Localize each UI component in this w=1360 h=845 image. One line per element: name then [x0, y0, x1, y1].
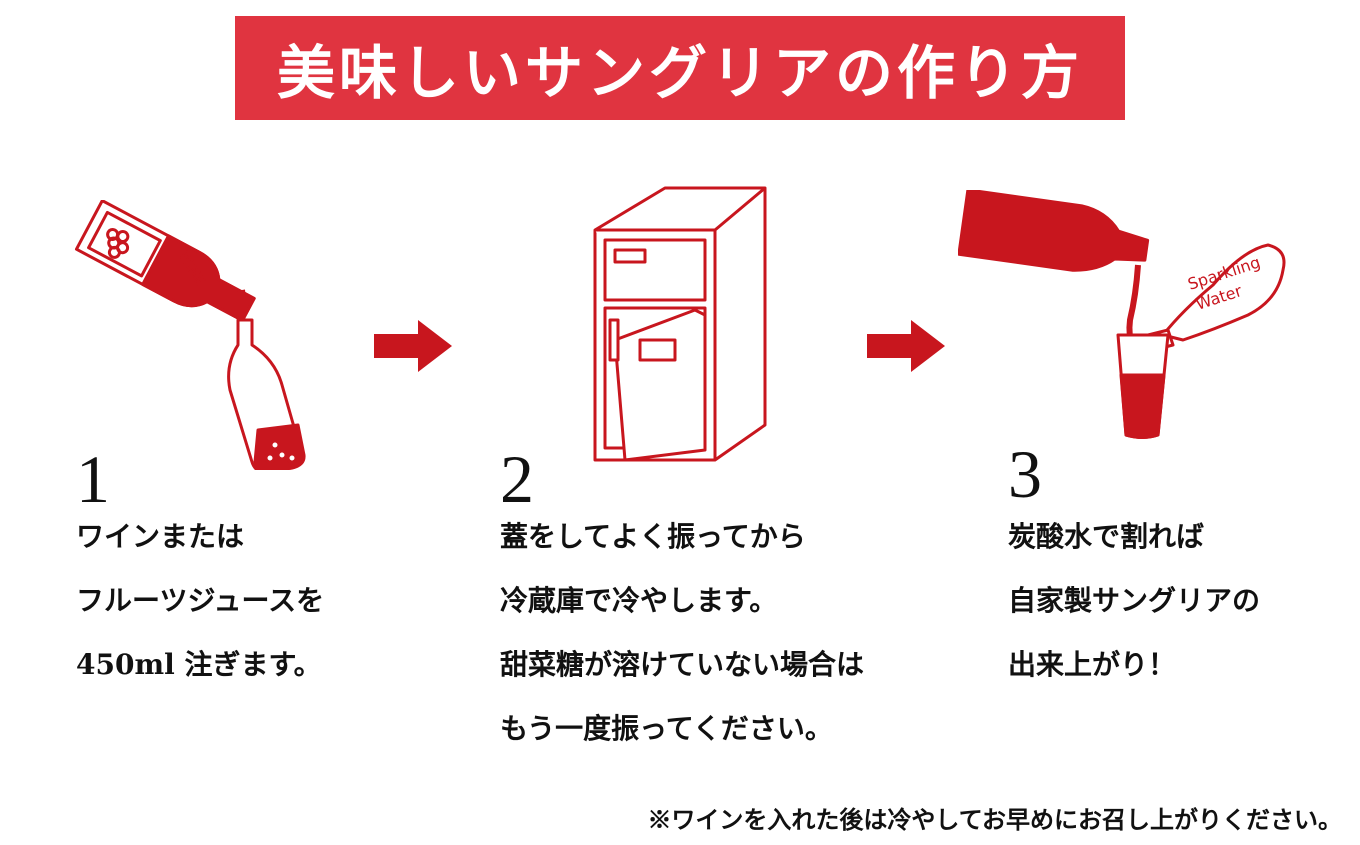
- step-2-number: 2: [500, 441, 534, 517]
- step-2-line: 蓋をしてよく振ってから: [500, 520, 806, 553]
- step-3-text: 炭酸水で割れば 自家製サングリアの 出来上がり！: [1008, 505, 1260, 697]
- step-3-line: 炭酸水で割れば: [1008, 520, 1205, 553]
- pouring-wine-bottle-icon: WINE: [74, 200, 306, 470]
- step-3-number: 3: [1008, 436, 1042, 512]
- title-banner: 美味しいサングリアの作り方: [235, 16, 1125, 120]
- step-3-line: 自家製サングリアの: [1008, 584, 1261, 617]
- step-1-line: 450ml 注ぎます。: [76, 648, 322, 681]
- page-title: 美味しいサングリアの作り方: [276, 39, 1083, 107]
- arrow-right-icon: [867, 320, 945, 372]
- step-2-line: もう一度振ってください。: [500, 712, 833, 745]
- step-1-line: ワインまたは: [76, 520, 245, 553]
- step-1-line: フルーツジュースを: [76, 584, 325, 617]
- step-2-line: 甜菜糖が溶けていない場合は: [500, 648, 865, 681]
- pouring-sparkling-water-icon: Sparkling Water: [958, 190, 1286, 439]
- step-1-number: 1: [76, 441, 110, 517]
- refrigerator-icon: [593, 186, 767, 462]
- step-2-line: 冷蔵庫で冷やします。: [500, 584, 778, 617]
- arrow-right-icon: [374, 320, 452, 372]
- step-3-line: 出来上がり！: [1008, 648, 1177, 681]
- step-2-text: 蓋をしてよく振ってから 冷蔵庫で冷やします。 甜菜糖が溶けていない場合は もう一…: [500, 505, 864, 761]
- footnote: ※ワインを入れた後は冷やしてお早めにお召し上がりください。: [647, 805, 1342, 834]
- step-1-text: ワインまたは フルーツジュースを 450ml 注ぎます。: [76, 505, 324, 697]
